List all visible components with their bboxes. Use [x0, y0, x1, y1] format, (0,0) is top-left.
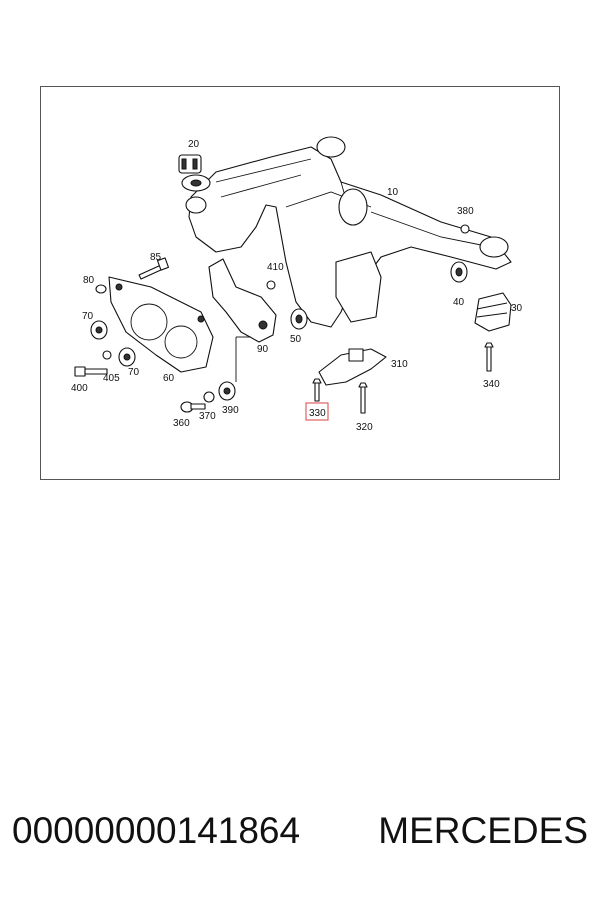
part-380-bolt [460, 224, 470, 234]
callout-20: 20 [188, 139, 200, 150]
part-370-washer [203, 391, 215, 403]
part-30-mount [474, 292, 512, 332]
part-390-bushing [218, 381, 236, 401]
callout-70-lower: 70 [128, 367, 140, 378]
part-330-bolt [312, 378, 322, 402]
part-70-bushing-lower [118, 347, 136, 367]
part-80-washer [95, 284, 107, 294]
part-340-bolt [484, 342, 494, 372]
callout-340: 340 [483, 379, 500, 390]
part-60-carrier [108, 276, 214, 373]
callout-410: 410 [267, 262, 284, 273]
part-400-bolt [74, 366, 108, 377]
part-40-bushing [450, 261, 468, 283]
part-310-bracket [318, 348, 387, 386]
callout-10: 10 [387, 187, 399, 198]
exploded-view-drawing: 10 20 30 40 50 60 70 70 80 85 90 310 320… [71, 136, 523, 433]
callout-80: 80 [83, 275, 95, 286]
callout-50: 50 [290, 334, 302, 345]
brand-name: MERCEDES [378, 810, 588, 851]
callout-405: 405 [103, 373, 120, 384]
callout-70-upper: 70 [82, 311, 94, 322]
callout-390: 390 [222, 405, 239, 416]
callout-30: 30 [511, 303, 523, 314]
callout-330: 330 [309, 408, 326, 419]
part-405-washer [102, 350, 112, 360]
part-90-bracket [208, 258, 277, 382]
part-70-bushing-upper [90, 320, 108, 340]
callout-90: 90 [257, 344, 269, 355]
part-360-bolt [180, 401, 206, 413]
callout-370: 370 [199, 411, 216, 422]
callout-400: 400 [71, 383, 88, 394]
part-85-bolt [138, 257, 170, 280]
part-410-bolt [266, 280, 276, 290]
callout-360: 360 [173, 418, 190, 429]
callout-320: 320 [356, 422, 373, 433]
part-info-footer: 00000000141864 MERCEDES [12, 806, 588, 856]
part-20-nut [178, 154, 211, 192]
callout-60: 60 [163, 373, 175, 384]
part-number: 00000000141864 [12, 810, 301, 851]
callout-40: 40 [453, 297, 465, 308]
callout-85: 85 [150, 252, 162, 263]
callout-380: 380 [457, 206, 474, 217]
highlight-box-330 [305, 402, 329, 421]
rear-subframe [185, 136, 512, 328]
parts-diagram: 10 20 30 40 50 60 70 70 80 85 90 310 320… [40, 86, 560, 480]
part-50-bushing [290, 308, 308, 330]
part-320-bolt [358, 382, 368, 414]
callout-310: 310 [391, 359, 408, 370]
